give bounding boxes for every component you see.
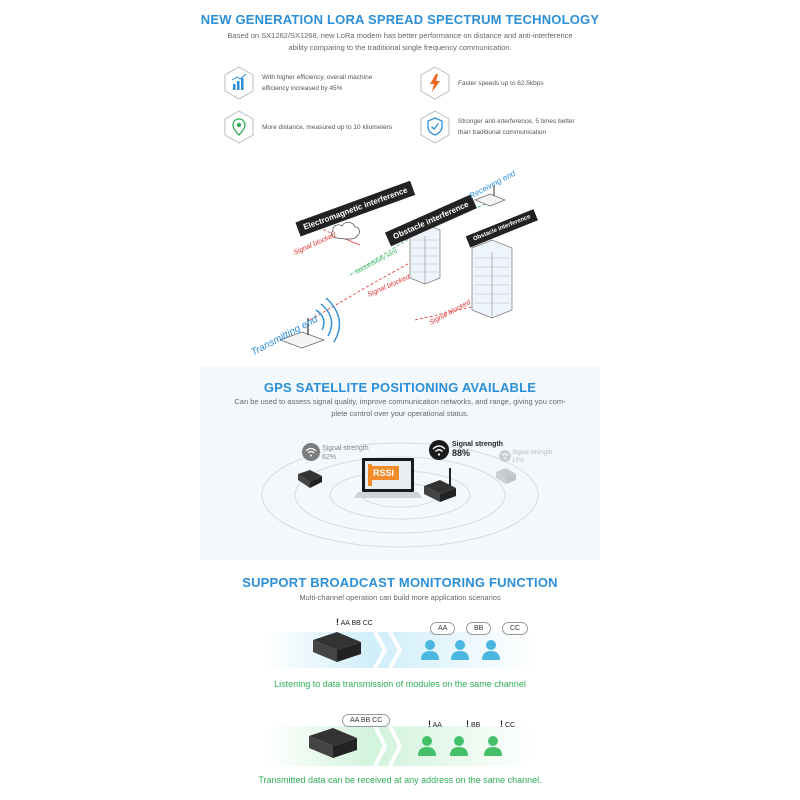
user-icon	[451, 640, 469, 660]
device-center-icon	[424, 468, 456, 502]
sender-mark-row-1: ! AA BB CC	[336, 617, 373, 627]
wifi-icon	[429, 440, 449, 460]
broadcast-caption-1: Listening to data transmission of module…	[274, 679, 526, 689]
bar-chart-icon	[224, 66, 254, 100]
lora-subtitle-line-1: Based on SX1262/SX1268, new LoRa modem h…	[227, 31, 573, 40]
cloud-icon	[331, 221, 360, 240]
signal-value: 13%	[512, 458, 525, 464]
broadcast-caption-2: Transmitted data can be received at any …	[258, 775, 542, 785]
broadcast-subtitle: Multi-channel operation can build more a…	[299, 593, 501, 602]
mark-bb: ! BB	[466, 719, 481, 729]
device-left-icon	[298, 470, 322, 488]
location-pin-icon	[224, 110, 254, 144]
mark-aa: ! AA	[428, 719, 442, 729]
mark-text: BB	[470, 722, 481, 729]
signal-strength-left: Signal strength 62%	[322, 444, 369, 462]
mark-cc: ! CC	[500, 719, 516, 729]
lora-subtitle: Based on SX1262/SX1268, new LoRa modem h…	[180, 30, 620, 54]
wifi-icon	[499, 450, 511, 462]
device-right-icon	[496, 468, 516, 484]
shield-check-icon	[420, 110, 450, 144]
signal-label: Signal strength	[512, 450, 553, 456]
device-icon	[313, 632, 361, 662]
signal-label: Signal strength	[322, 445, 369, 452]
feature-line: With higher efficiency, overall machine	[262, 74, 373, 81]
feature-line: efficiency increased by 45%	[262, 85, 343, 92]
bubble-bb: BB	[466, 622, 492, 635]
user-icon	[482, 640, 500, 660]
signal-value: 88%	[452, 448, 471, 458]
feature-speed-text: Faster speeds up to 62.5kbps	[458, 78, 588, 89]
device-icon	[309, 728, 357, 758]
building-icon	[471, 239, 513, 319]
bubble-cc: CC	[502, 622, 529, 635]
lightning-icon	[420, 66, 450, 100]
feature-anti-interference-text: Stronger anti-interference, 5 times bett…	[458, 116, 588, 138]
rssi-label: RSSI	[368, 466, 400, 480]
feature-efficiency-text: With higher efficiency, overall machine …	[262, 72, 392, 94]
feature-distance: More distance, measured up to 10 kilomet…	[224, 110, 412, 144]
feature-anti-interference: Stronger anti-interference, 5 times bett…	[420, 110, 588, 144]
user-icon	[421, 640, 439, 660]
user-icon	[484, 736, 502, 756]
gps-rings-diagram	[261, 440, 539, 548]
sender-bubble-row-2: AA BB CC	[342, 714, 391, 727]
feature-speed: Faster speeds up to 62.5kbps	[420, 66, 588, 100]
feature-line: Stronger anti-interference, 5 times bett…	[458, 118, 575, 125]
broadcast-row-2-graphic	[265, 725, 535, 767]
signal-value: 62%	[322, 454, 337, 461]
receiver-device-icon	[474, 186, 506, 207]
gps-title: GPS SATELLITE POSITIONING AVAILABLE	[263, 380, 537, 395]
signal-strength-center: Signal strength 88%	[452, 440, 503, 458]
wifi-icon	[302, 443, 320, 461]
feature-line: than traditional communication	[458, 129, 547, 136]
broadcast-title: SUPPORT BROADCAST MONITORING FUNCTION	[242, 575, 558, 590]
signal-strength-right: Signal strength 13%	[512, 449, 552, 465]
mark-text: CC	[504, 722, 516, 729]
bubble-aa: AA	[430, 622, 456, 635]
user-icon	[450, 736, 468, 756]
lora-title: NEW GENERATION LORA SPREAD SPECTRUM TECH…	[200, 12, 600, 27]
gps-subtitle: Can be used to assess signal quality, im…	[210, 396, 590, 420]
feature-line: More distance, measured up to 10 kilomet…	[262, 123, 393, 131]
sender-mark-text: AA BB CC	[340, 620, 373, 627]
gps-subtitle-line-1: Can be used to assess signal quality, im…	[234, 397, 566, 406]
broadcast-row-1-graphic	[265, 631, 535, 669]
signal-label: Signal strength	[452, 441, 503, 448]
transmitter-device-icon	[278, 297, 341, 349]
feature-line: Faster speeds up to 62.5kbps	[458, 79, 544, 87]
mark-text: AA	[432, 722, 442, 729]
feature-efficiency: With higher efficiency, overall machine …	[224, 66, 392, 100]
feature-distance-text: More distance, measured up to 10 kilomet…	[262, 122, 412, 133]
user-icon	[418, 736, 436, 756]
lora-subtitle-line-2: ability comparing to the traditional sin…	[288, 43, 512, 52]
gps-subtitle-line-2: plete control over your operational stat…	[331, 409, 469, 418]
